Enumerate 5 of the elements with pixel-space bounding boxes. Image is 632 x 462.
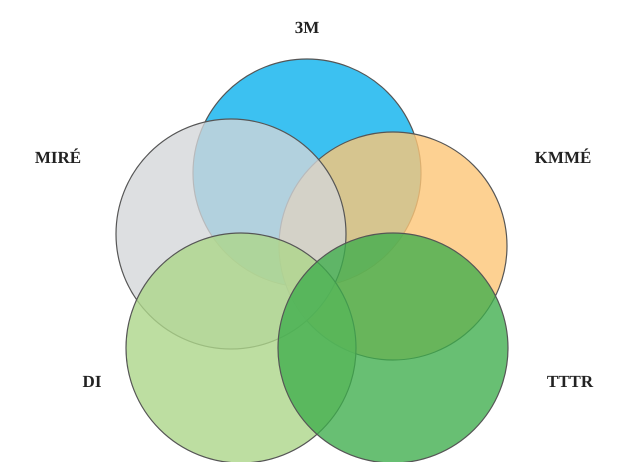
set-label: DI [82,372,102,392]
set-label: TTTR [546,372,594,392]
set-label: 3M [294,18,320,38]
set-label: MIRÉ [34,148,82,168]
set-label: KMMÉ [534,148,592,168]
